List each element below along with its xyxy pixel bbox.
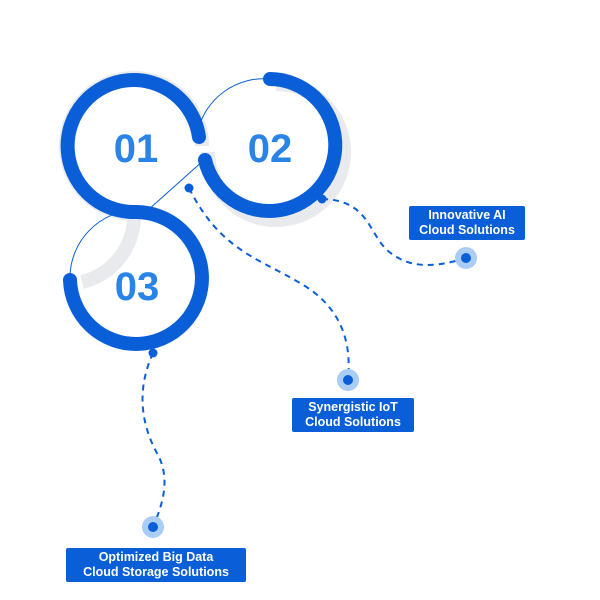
rings <box>60 72 343 351</box>
step-number-03: 03 <box>115 265 160 309</box>
dot-ring-03 <box>148 348 158 358</box>
ring-shadows <box>59 71 351 289</box>
thin-diag-01-02 <box>147 159 205 211</box>
label-innovative-ai: Innovative AI Cloud Solutions <box>409 206 525 240</box>
ring-01 <box>60 73 206 220</box>
dot-ring-02 <box>317 194 327 204</box>
dot-bigdata <box>148 522 158 532</box>
label-iot-line1: Synergistic IoT <box>308 400 398 414</box>
connector-03-bigdata <box>141 352 166 528</box>
ring-03 <box>63 204 209 351</box>
label-synergistic-iot: Synergistic IoT Cloud Solutions <box>292 398 414 432</box>
dashed-connectors <box>141 187 467 528</box>
step-number-02: 02 <box>248 127 293 171</box>
dots <box>142 183 477 538</box>
dot-ring-01 <box>184 183 194 193</box>
dot-ai <box>461 253 471 263</box>
connector-02-ai <box>321 198 467 266</box>
label-optimized-big-data: Optimized Big Data Cloud Storage Solutio… <box>66 548 246 582</box>
thin-lines <box>69 78 271 277</box>
label-bigdata-line1: Optimized Big Data <box>98 550 214 564</box>
dot-iot <box>343 375 353 385</box>
ring-03-shadow <box>80 213 142 289</box>
label-bigdata-line2: Cloud Storage Solutions <box>83 565 229 579</box>
label-ai-line1: Innovative AI <box>428 208 506 222</box>
ring-02 <box>198 72 343 218</box>
label-iot-line2: Cloud Solutions <box>305 415 401 429</box>
thin-arc-01-02 <box>197 78 271 131</box>
label-ai-line2: Cloud Solutions <box>419 223 515 237</box>
step-number-01: 01 <box>114 127 159 171</box>
